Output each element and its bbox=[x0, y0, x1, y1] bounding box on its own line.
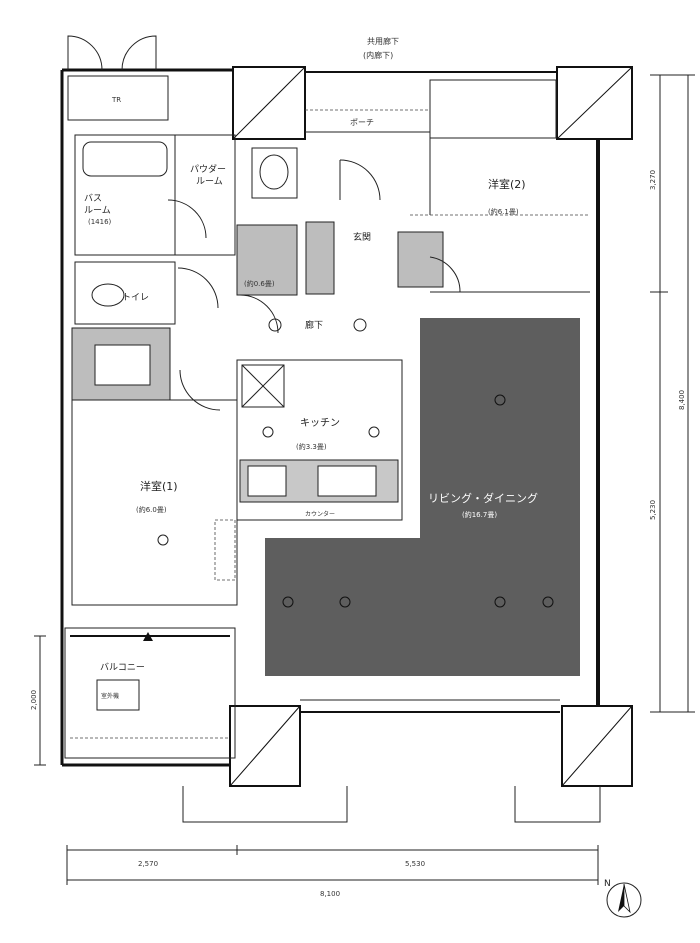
shoe-closet bbox=[236, 224, 298, 296]
kitchen-size: (約3.3畳) bbox=[296, 442, 327, 451]
entrance-label: 玄関 bbox=[353, 231, 371, 243]
compass-icon bbox=[606, 882, 642, 918]
powder-door-swing bbox=[167, 199, 207, 239]
bottom-dimensions bbox=[66, 845, 599, 885]
dim-right-top: 3,270 bbox=[649, 170, 657, 190]
toilet-door-swing bbox=[177, 267, 219, 309]
aircon-unit bbox=[96, 679, 140, 711]
living-label: リビング・ダイニング bbox=[428, 491, 538, 505]
entry-storage-a bbox=[305, 221, 335, 295]
outside-ledge bbox=[182, 786, 601, 823]
dim-right-total: 8,400 bbox=[678, 390, 686, 410]
powder-label-2: ルーム bbox=[196, 176, 223, 187]
outer-walls bbox=[60, 68, 600, 767]
entry-door-swing bbox=[339, 159, 381, 201]
western1-label: 洋室(1) bbox=[140, 479, 178, 493]
toilet-label: トイレ bbox=[122, 293, 149, 303]
porch-label: ポーチ bbox=[350, 118, 374, 127]
columns bbox=[229, 66, 633, 787]
dim-bottom-left: 2,570 bbox=[138, 860, 158, 868]
balcony-area bbox=[64, 627, 236, 759]
powder-label: パウダー bbox=[190, 163, 226, 175]
compass-label: N bbox=[604, 879, 611, 889]
tr-room bbox=[67, 75, 169, 121]
balcony-label: バルコニー bbox=[100, 662, 145, 673]
dim-left-balcony: 2,000 bbox=[30, 690, 38, 710]
western2-size: (約6.1畳) bbox=[488, 207, 519, 216]
toilet-room bbox=[74, 261, 176, 325]
western1-room bbox=[71, 399, 238, 606]
closet-size: (約0.6畳) bbox=[244, 279, 275, 288]
dim-bottom-total: 8,100 bbox=[320, 890, 340, 898]
bath-size: (1416) bbox=[88, 218, 112, 226]
living-size: (約16.7畳) bbox=[462, 510, 497, 519]
bath-label: バス bbox=[84, 193, 102, 204]
entry-storage-b bbox=[397, 231, 444, 288]
sink bbox=[247, 465, 287, 497]
fridge-space bbox=[241, 364, 285, 408]
western1-size: (約6.0畳) bbox=[136, 505, 167, 514]
western2-door-swing bbox=[429, 256, 461, 293]
western1-door-swing bbox=[179, 369, 221, 411]
tr-label: TR bbox=[111, 96, 121, 104]
corridor-label: 共用廊下 bbox=[367, 36, 399, 46]
storage-closet bbox=[71, 327, 171, 401]
dim-bottom-right: 5,530 bbox=[405, 860, 425, 868]
western2-label: 洋室(2) bbox=[488, 177, 526, 191]
corridor-sublabel: (内廊下) bbox=[363, 50, 393, 60]
kitchen-label: キッチン bbox=[300, 417, 340, 429]
hall-door-swing bbox=[239, 294, 279, 334]
aircon-label: 室外機 bbox=[101, 692, 119, 700]
storage-inner bbox=[94, 344, 151, 386]
cooktop bbox=[317, 465, 377, 497]
dim-right-mid: 5,230 bbox=[649, 500, 657, 520]
western1-closet bbox=[214, 519, 236, 581]
bath-label-2: ルーム bbox=[84, 205, 111, 216]
western2-closet bbox=[429, 79, 557, 139]
bathtub bbox=[82, 141, 168, 177]
toilet-bowl bbox=[91, 283, 125, 307]
living-dining-floor bbox=[265, 318, 580, 676]
hall-label: 廊下 bbox=[305, 319, 323, 331]
counter-label: カウンター bbox=[305, 510, 335, 518]
powder-room bbox=[174, 134, 236, 256]
right-dimensions bbox=[650, 74, 695, 713]
exterior-door bbox=[67, 35, 157, 71]
